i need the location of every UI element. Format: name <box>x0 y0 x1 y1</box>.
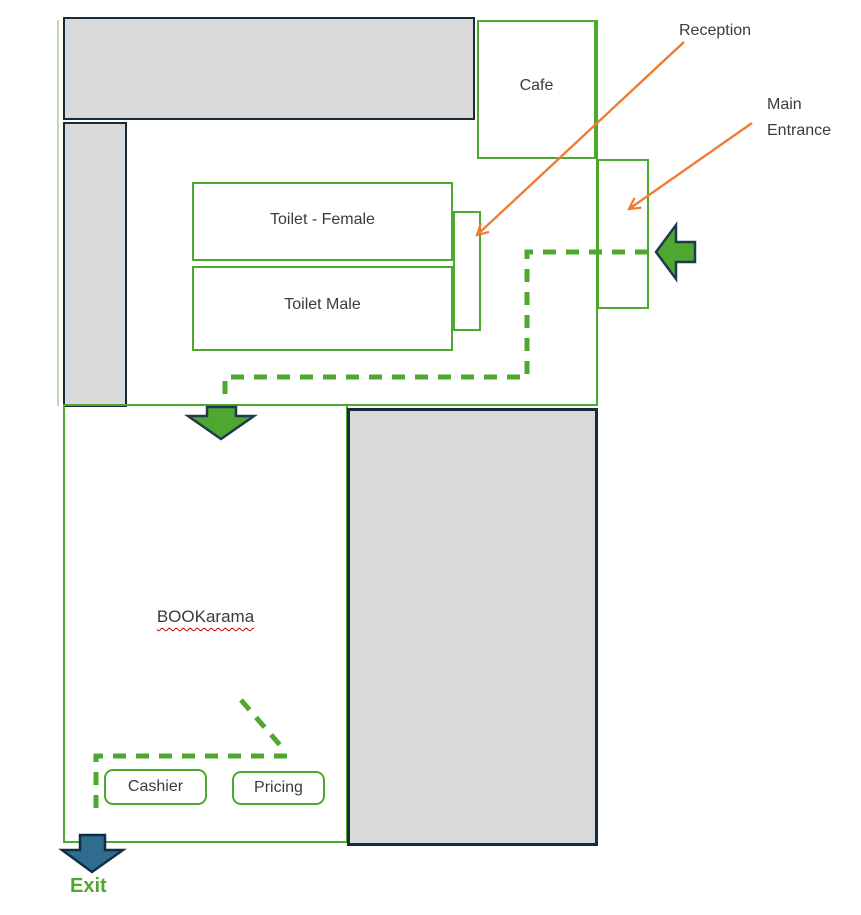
gray-block-bottom-right <box>347 408 598 846</box>
main-entrance-label-line1: Main <box>767 96 802 113</box>
outer-wall-line <box>57 20 59 406</box>
exit-label: Exit <box>70 875 107 897</box>
toilet-female-label: Toilet - Female <box>270 211 375 228</box>
cashier-box: Cashier <box>104 769 207 805</box>
cashier-label: Cashier <box>127 778 184 795</box>
main-entrance-label-line2: Entrance <box>767 122 832 139</box>
gray-block-top <box>63 17 475 120</box>
toilet-male-label: Toilet Male <box>284 296 361 313</box>
entrance-arrow-icon <box>654 221 697 283</box>
gray-block-left-strip <box>63 122 127 407</box>
pricing-box: Pricing <box>232 771 325 805</box>
pricing-label: Pricing <box>254 779 303 796</box>
room-reception <box>453 211 481 331</box>
room-main-entrance <box>597 159 649 309</box>
cafe-label: Cafe <box>519 77 554 94</box>
bookarama-label: BOOKarama <box>156 607 255 626</box>
reception-annotation-label: Reception <box>679 22 752 39</box>
main-entrance-annotation-label: Main Entrance <box>767 92 831 144</box>
